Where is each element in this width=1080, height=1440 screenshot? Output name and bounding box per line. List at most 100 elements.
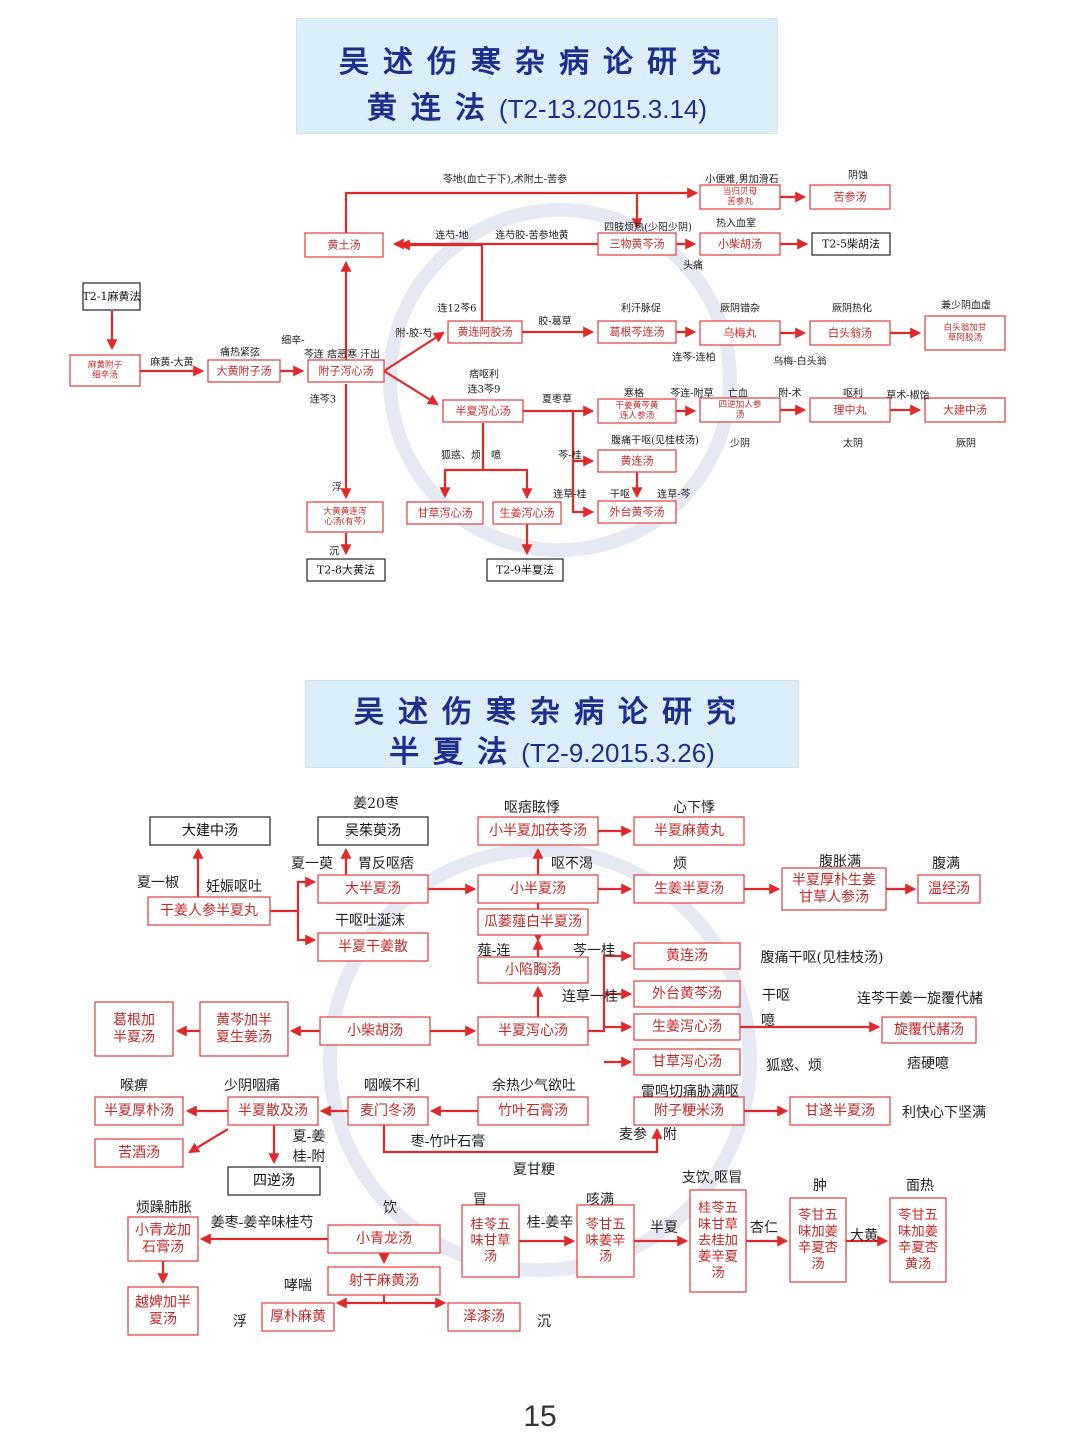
diagram2-node-label: 射干麻黄汤 bbox=[349, 1272, 419, 1289]
diagram2-node-sjxx2: 生姜泻心汤 bbox=[633, 1013, 741, 1041]
diagram1-node-label: 白头翁加甘 bbox=[944, 321, 987, 333]
diagram2-edge-label: 烦 bbox=[673, 856, 687, 872]
diagram2-node-label: 味甘草 bbox=[471, 1233, 511, 1249]
diagram2-edge-label: 咳满 bbox=[586, 1192, 614, 1208]
diagram2-node-label: 甘草人参汤 bbox=[799, 889, 869, 906]
diagram2-arrow bbox=[382, 1125, 663, 1154]
diagram1-edge-label: 连芍-地 bbox=[435, 229, 468, 242]
diagram1-edge-label: 热入血室 bbox=[716, 217, 756, 230]
diagram2-node-label: 泽漆汤 bbox=[463, 1309, 505, 1325]
diagram1-edge-label: 连3芩9 bbox=[468, 383, 501, 396]
diagram2-node-label: 味甘草 bbox=[698, 1216, 738, 1232]
diagram1-node-label: 草阿胶汤 bbox=[948, 331, 983, 343]
diagram2-node-label: 石膏汤 bbox=[142, 1239, 184, 1256]
diagram1-node-hlej: 黄连阿胶汤 bbox=[447, 320, 523, 344]
diagram1-edge-label: 芩连-附草 bbox=[670, 387, 713, 400]
diagram2-node-kj: 苦酒汤 bbox=[94, 1138, 184, 1168]
diagram1-node-label: 葛根芩连汤 bbox=[610, 325, 665, 339]
diagram1-node-label: 黄连阿胶汤 bbox=[458, 325, 513, 339]
diagram1-node-label: 大黄附子汤 bbox=[217, 364, 272, 378]
diagram2-edge-label: 干呕 bbox=[762, 988, 790, 1004]
diagram1-edge-label: 胶-葛草 bbox=[538, 315, 571, 328]
diagram2-node-label: 辛夏杏 bbox=[798, 1240, 838, 1256]
diagram1-node-label: 黄土汤 bbox=[328, 238, 361, 252]
diagram1-edge-label: 连芩-连柏 bbox=[672, 351, 715, 364]
diagram2-node-label: 大半夏汤 bbox=[345, 881, 401, 897]
diagram2-node-label: 味加姜 bbox=[798, 1223, 838, 1239]
diagram2-node-label: 甘草泻心汤 bbox=[652, 1054, 722, 1070]
diagram1-node-label: 当归贝母 bbox=[723, 185, 758, 197]
diagram1-node-sjxx: 生姜泻心汤 bbox=[492, 501, 562, 525]
diagram2-node-wj: 温经汤 bbox=[917, 874, 981, 904]
page-number: 15 bbox=[523, 1400, 557, 1433]
diagram2-arrow bbox=[335, 1295, 386, 1309]
diagram2-edge-label: 杏仁 bbox=[750, 1220, 778, 1236]
diagram1-edge-label: 乌梅-白头翁 bbox=[773, 355, 826, 368]
diagram2-edge-label: 少阴咽痛 bbox=[224, 1077, 280, 1094]
diagram2-edge-label: 面热 bbox=[906, 1178, 934, 1194]
diagram1-method-name: 黄连法 bbox=[366, 91, 499, 126]
diagram2-node-wthq2: 外台黄芩汤 bbox=[633, 980, 741, 1008]
diagram1-node-label: 乌梅丸 bbox=[724, 326, 757, 340]
diagram2-edge-label: 连芩干姜一旋覆代赭 bbox=[857, 990, 983, 1007]
diagram2-edge-label: 夏甘粳 bbox=[513, 1162, 555, 1178]
diagram2-node-sn: 四逆汤 bbox=[227, 1166, 321, 1196]
diagram2-subtitle: 半夏法(T2-9.2015.3.26) bbox=[306, 727, 798, 771]
diagram1-node-label: 汤 bbox=[736, 409, 745, 420]
diagram2-node-label: 苓甘五 bbox=[898, 1207, 938, 1223]
diagram2-node-label: 汤 bbox=[811, 1256, 824, 1272]
diagram2-edge-label: 夏-姜 bbox=[293, 1129, 326, 1145]
diagram1-arrow bbox=[439, 423, 485, 499]
diagram2-node-label: 小半夏汤 bbox=[510, 881, 566, 897]
diagram1-edge-label: 夏枣草 bbox=[542, 394, 572, 406]
diagram2-node-label: 小柴胡汤 bbox=[347, 1023, 403, 1039]
diagram2-edge-label: 姜枣-姜辛味桂芍 bbox=[211, 1215, 314, 1231]
diagram1-edge-label: 附-胶-芍 bbox=[396, 327, 433, 340]
diagram2-node-label: 旋覆代赭汤 bbox=[894, 1022, 964, 1038]
diagram2-node-label: 半夏汤 bbox=[113, 1030, 155, 1046]
diagram1-node-label: T2-1麻黄法 bbox=[82, 289, 140, 303]
diagram1-edge-label: 干呕 bbox=[610, 489, 630, 501]
diagram2-node-label: 苓甘五 bbox=[798, 1207, 838, 1223]
diagram2-node-label: 小青龙汤 bbox=[356, 1231, 412, 1247]
diagram2-method-name: 半夏法 bbox=[389, 735, 522, 770]
diagram2-node-label: 竹叶石膏汤 bbox=[498, 1102, 568, 1119]
diagram1-node-label: 麻黄附子 bbox=[88, 358, 123, 370]
diagram2-edge-label: 桂-姜辛 bbox=[527, 1215, 574, 1231]
diagram1-edge-label: 苓地(血亡于下),术附土-苦参 bbox=[443, 173, 567, 186]
diagram1-node-btw: 白头翁汤 bbox=[809, 320, 891, 346]
diagram2-node-label: 夏生姜汤 bbox=[216, 1030, 272, 1046]
diagram2-edge-label: 哮喘 bbox=[284, 1277, 312, 1294]
diagram1-node-bxxx: 半夏泻心汤 bbox=[442, 399, 524, 423]
diagram2-node-label: 小陷胸汤 bbox=[505, 962, 561, 978]
diagram2-edge-label: 薤-连 bbox=[478, 943, 511, 959]
diagram1-node-label: 苦参丸 bbox=[727, 195, 753, 207]
diagram2-edge-label: 大黄 bbox=[850, 1227, 878, 1244]
diagram2-node-label: 黄芩加半 bbox=[216, 1011, 272, 1028]
diagram1-node-mh: T2-1麻黄法 bbox=[82, 282, 141, 311]
diagram2-node-xbxf: 小半夏加茯苓汤 bbox=[477, 816, 599, 846]
diagram2-node-zq: 泽漆汤 bbox=[447, 1302, 521, 1332]
diagram2-edge-label: 沉 bbox=[537, 1314, 551, 1330]
diagram1-node-lzw: 理中丸 bbox=[809, 397, 891, 423]
diagram1-node-bxf: T2-9半夏法 bbox=[486, 558, 564, 582]
diagram1-edge-label: 小便难,男加滑石 bbox=[705, 173, 778, 186]
diagram1-node-wmw: 乌梅丸 bbox=[699, 320, 781, 346]
diagram2-node-xxx: 小陷胸汤 bbox=[477, 956, 589, 984]
diagram1-arrow bbox=[344, 187, 699, 233]
diagram2-edge-label: 狐惑、烦 bbox=[766, 1058, 822, 1074]
diagram1-node-gcxx: 甘草泻心汤 bbox=[406, 501, 484, 525]
diagram2-node-bxxx2: 半夏泻心汤 bbox=[477, 1016, 589, 1046]
diagram1-node-label: 干姜黄芩黄 bbox=[616, 399, 659, 411]
